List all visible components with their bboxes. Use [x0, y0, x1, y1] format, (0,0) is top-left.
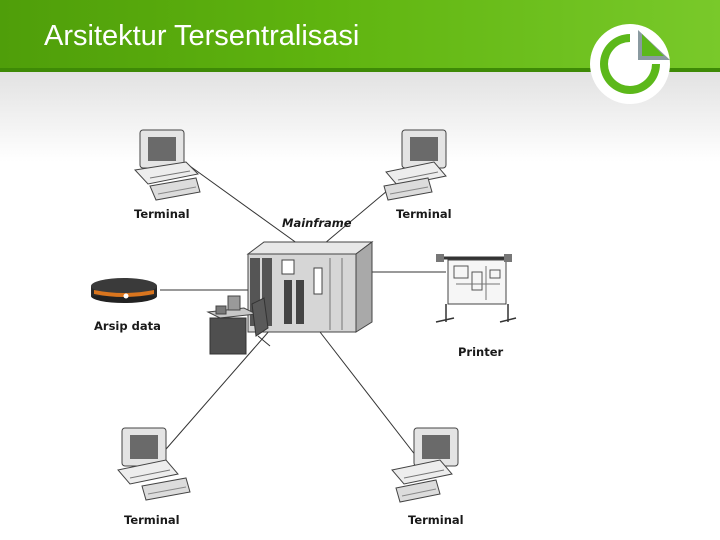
terminal-bottom-left-label: Terminal — [124, 513, 180, 527]
architecture-diagram: Terminal Terminal Mainframe — [91, 129, 517, 527]
terminal-top-right-label: Terminal — [396, 207, 452, 221]
terminal-bottom-right — [391, 427, 459, 503]
archive-disk — [91, 278, 157, 303]
terminal-top-right — [383, 129, 447, 201]
slide-title: Arsitektur Tersentralisasi — [44, 20, 360, 52]
pie-chart-logo-icon — [590, 24, 670, 104]
printer-label: Printer — [458, 345, 504, 359]
link-mainframe-terminal-bottom-left — [159, 329, 271, 457]
link-mainframe-terminal-bottom-right — [319, 331, 417, 457]
mainframe — [246, 241, 374, 333]
terminal-top-left-label: Terminal — [134, 207, 190, 221]
archive-label: Arsip data — [94, 319, 161, 333]
terminal-top-left — [133, 129, 201, 201]
mainframe-label: Mainframe — [282, 216, 352, 230]
terminal-bottom-right-label: Terminal — [408, 513, 464, 527]
printer — [435, 254, 517, 323]
terminal-bottom-left — [117, 427, 191, 501]
link-mainframe-terminal-top-left — [186, 163, 313, 255]
header-divider — [0, 68, 720, 72]
operator-console — [206, 295, 271, 355]
